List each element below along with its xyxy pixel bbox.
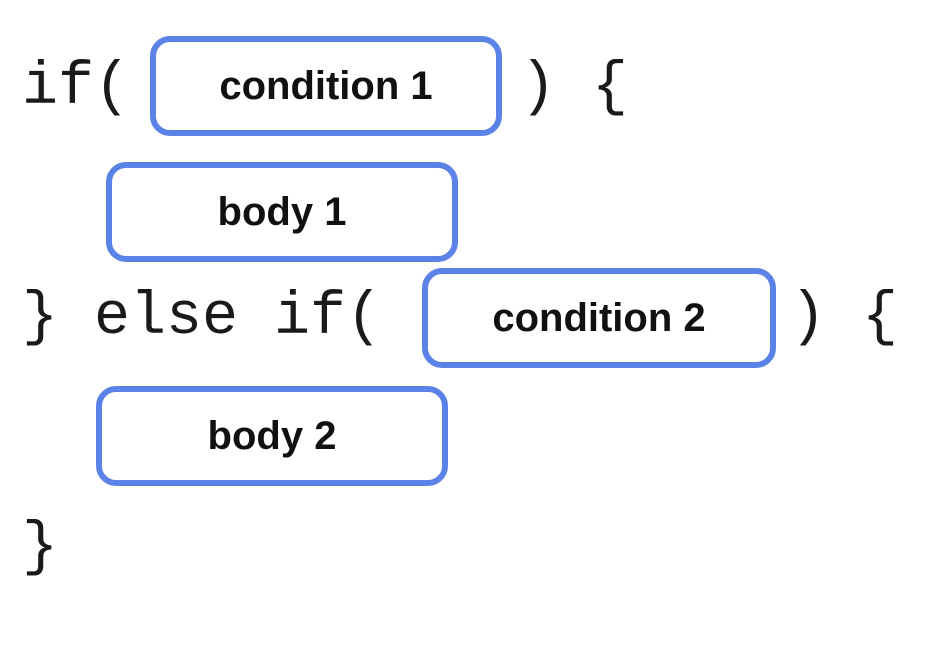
condition-2-box: condition 2 <box>422 268 776 368</box>
body-2-box: body 2 <box>96 386 448 486</box>
closing-brace: } <box>22 514 59 582</box>
body-1-box: body 1 <box>106 162 458 262</box>
else-if-keyword: } else if( <box>22 284 383 352</box>
if-keyword: if( <box>22 54 131 122</box>
condition-1-box: condition 1 <box>150 36 502 136</box>
close-paren-open-brace-1: ) { <box>520 54 629 122</box>
close-paren-open-brace-2: ) { <box>790 284 899 352</box>
